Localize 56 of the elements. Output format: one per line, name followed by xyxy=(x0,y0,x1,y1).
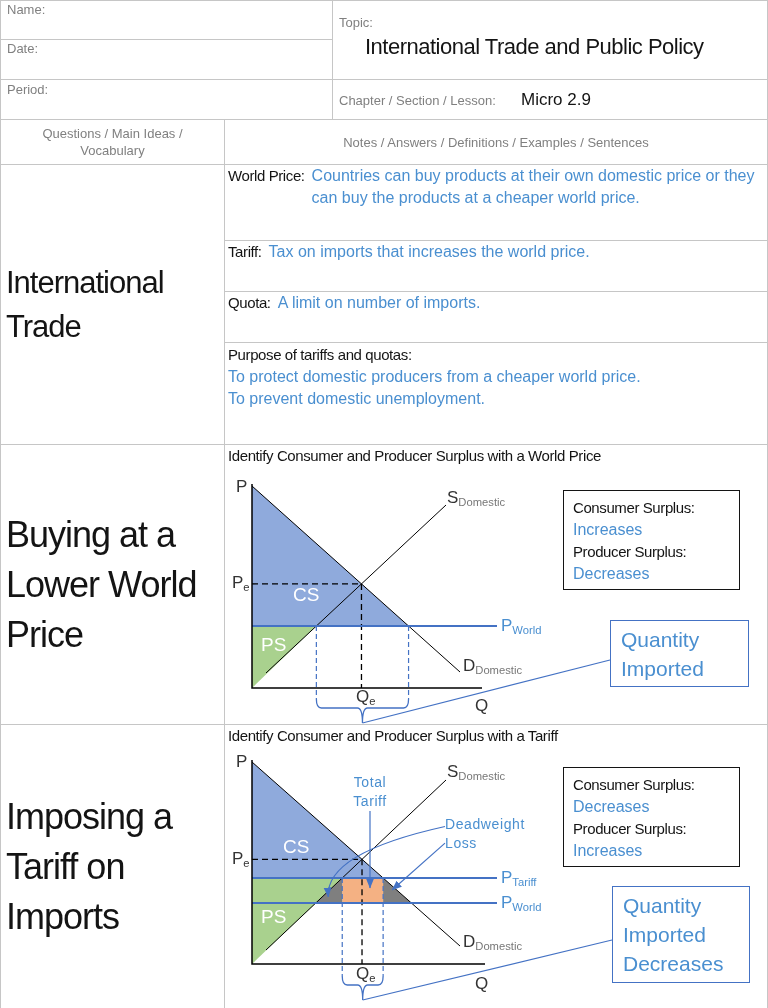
answer-text: To protect domestic producers from a cheaper world price. xyxy=(228,367,641,387)
definition: A limit on number of imports. xyxy=(277,293,481,313)
curve-label: D$_{Domestic}$ xyxy=(463,933,523,951)
axis-label: Q$_{e}$ xyxy=(356,688,376,706)
axis-label: P xyxy=(236,753,248,771)
summary-value: Decreases xyxy=(573,564,650,584)
chart-title: Identify Consumer and Producer Surplus with a Tariff xyxy=(228,727,558,745)
column-heading: Questions / Main Ideas / Vocabulary xyxy=(41,125,184,159)
curve-label: S$_{Domestic}$ xyxy=(447,489,506,507)
surplus-area-label: PS xyxy=(261,908,287,926)
lesson-number: Micro 2.9 xyxy=(521,89,591,111)
surplus-area-label: CS xyxy=(283,838,310,856)
axis-label: Q xyxy=(475,697,489,715)
axis-label: P$_{e}$ xyxy=(232,850,250,868)
chart-title: Identify Consumer and Producer Surplus with a World Price xyxy=(228,447,601,465)
summary-heading: Producer Surplus: xyxy=(573,819,687,839)
field-label: Period: xyxy=(7,82,49,98)
axis-label: P$_{e}$ xyxy=(232,574,250,592)
term: Quota: xyxy=(228,293,271,313)
term: Tariff: xyxy=(228,242,262,262)
summary-value: Decreases xyxy=(573,797,650,817)
definition: Countries can buy products at their own domestic price or they can buy the products at a cheaper world price. xyxy=(311,166,756,208)
curve-label: S$_{Domestic}$ xyxy=(447,763,506,781)
field-label: Name: xyxy=(7,2,46,18)
callout-box xyxy=(612,886,750,983)
summary-value: Increases xyxy=(573,841,643,861)
definition: Tax on imports that increases the world price. xyxy=(268,242,590,262)
column-heading: Notes / Answers / Definitions / Examples / Sentences xyxy=(343,133,649,151)
summary-value: Increases xyxy=(573,520,643,540)
price-line-label: P$_{Tariff}$ xyxy=(501,869,537,887)
summary-box xyxy=(563,767,740,867)
callout-text: Quantity Imported Decreases xyxy=(623,893,725,977)
callout-text: Quantity Imported xyxy=(621,627,705,682)
axis-label: P xyxy=(236,478,248,496)
surplus-area-label: CS xyxy=(293,586,320,604)
row-title: International Trade xyxy=(6,263,165,346)
price-line-label: P$_{World}$ xyxy=(501,617,542,635)
summary-heading: Consumer Surplus: xyxy=(573,775,695,795)
surplus-area-label: PS xyxy=(261,636,287,654)
topic-title: International Trade and Public Policy xyxy=(365,33,704,61)
field-label: Chapter / Section / Lesson: xyxy=(339,93,496,109)
answer-text: To prevent domestic unemployment. xyxy=(228,389,485,409)
row-title: Imposing a Tariff on Imports xyxy=(6,794,174,939)
axis-label: Q$_{e}$ xyxy=(356,965,376,983)
row-title: Buying at a Lower World Price xyxy=(6,512,198,657)
field-label: Topic: xyxy=(339,15,373,31)
term: Purpose of tariffs and quotas: xyxy=(228,345,412,365)
axis-label: Q xyxy=(475,975,489,993)
summary-heading: Consumer Surplus: xyxy=(573,498,695,518)
summary-heading: Producer Surplus: xyxy=(573,542,687,562)
field-label: Date: xyxy=(7,41,39,57)
curve-label: D$_{Domestic}$ xyxy=(463,657,523,675)
price-line-label: P$_{World}$ xyxy=(501,894,542,912)
term: World Price: xyxy=(228,166,305,186)
callout-box xyxy=(610,620,749,687)
summary-box xyxy=(563,490,740,590)
